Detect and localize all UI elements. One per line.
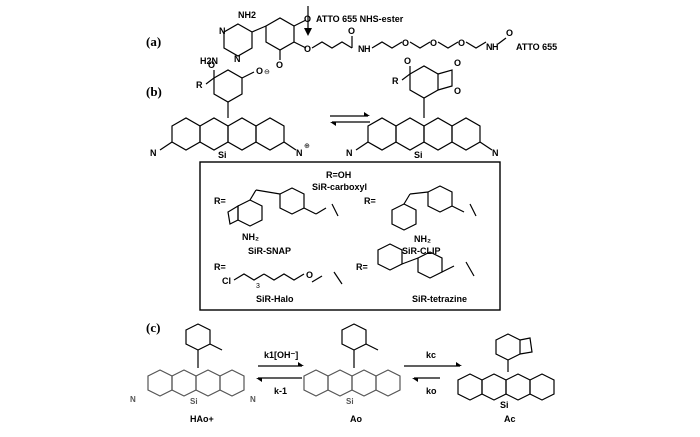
svg-text:R=: R= [356,262,368,272]
sir-open-form: R O O ⊖ Si N N ⊕ [150,60,310,160]
tetrazine-structure: R= [356,243,475,279]
arrowhead-icon [304,28,312,36]
carboxylate-o-left: O [256,66,263,76]
trimethoxy-benzene [265,17,295,51]
ao-label: Ao [350,414,362,424]
sir-clip-label: SiR-CLIP [402,246,441,256]
ring-n1: N [219,26,226,36]
halo-structure: R= Cl 3 O [214,262,343,290]
svg-text:Si: Si [190,397,198,406]
svg-text:N: N [492,148,499,158]
svg-text:⊖: ⊖ [264,69,270,76]
snap-structure: R= NH₂ [214,187,339,242]
k1-label: k1[OH⁻] [264,350,298,360]
ring-n2: N [234,54,241,64]
svg-text:NH₂: NH₂ [414,234,431,244]
svg-text:Cl: Cl [222,276,231,286]
ha-species: Si N N [130,323,256,406]
pyrimidine-ring [223,23,253,57]
ao-species: Si [303,323,401,406]
svg-text:O: O [306,270,313,280]
substituent-box [199,161,501,311]
sir-snap-label: SiR-SNAP [248,246,291,256]
amide-2-bond [497,37,507,45]
ac-label: Ac [504,414,516,424]
svg-text:R=: R= [214,196,226,206]
ether-o2: O [304,44,311,54]
svg-text:N: N [250,395,256,404]
methoxy-bond-1 [293,19,307,27]
svg-text:O: O [454,58,461,68]
methoxy-o3: O [276,60,283,70]
svg-text:R=: R= [364,196,376,206]
terminal-n: N [486,42,493,52]
kc-label: kc [426,350,436,360]
n-plus-left: N [296,148,303,158]
peg-chain-2 [409,41,431,49]
r-group-left: R [196,80,203,90]
r-group-right: R [392,76,399,86]
peg-chain-1 [371,41,403,49]
amide-2-o: O [506,28,513,38]
ko-label: ko [426,386,437,396]
peg-o1: O [402,38,409,48]
svg-text:N: N [130,395,136,404]
ether-bond [293,41,307,49]
methoxy-o1: O [304,14,311,24]
svg-text:3: 3 [256,283,260,290]
svg-text:Si: Si [346,397,354,406]
svg-text:⊕: ⊕ [304,143,310,150]
sir-tetrazine-label: SiR-tetrazine [412,294,467,304]
clip-structure: R= NH₂ [364,185,477,244]
nhs-ester-label: ATTO 655 NHS-ester [316,14,404,24]
svg-text:R=: R= [214,262,226,272]
svg-text:Si: Si [500,400,509,410]
sir-closed-form: R O O O Si N N [346,56,499,160]
amide-h: H [364,44,371,54]
r-oh-label: R=OH [326,170,351,180]
ch2-linker [251,25,267,33]
si-right: Si [414,150,423,160]
sir-halo-label: SiR-Halo [256,294,294,304]
peg-o3: O [458,38,465,48]
ketone-o-left: O [208,60,215,70]
panel-a-label: (a) [146,34,161,49]
carbonyl-o: O [348,26,355,36]
terminal-h: H [492,42,499,52]
panel-b-label: (b) [146,84,162,99]
ha-label: HAo+ [190,414,214,424]
peg-o2: O [430,38,437,48]
alkyl-chain [311,41,353,49]
sir-carboxyl-label: SiR-carboxyl [312,182,367,192]
svg-text:O: O [454,86,461,96]
panel-c-label: (c) [146,320,160,335]
h2n-left: H2N [200,56,218,66]
svg-text:N: N [150,148,157,158]
k-1-label: k-1 [274,386,287,396]
peg-chain-3 [437,41,459,49]
svg-text:N: N [346,148,353,158]
amide-n: N [358,44,365,54]
svg-text:NH₂: NH₂ [242,232,259,242]
si-left: Si [218,150,227,160]
atto-655-label: ATTO 655 [516,42,557,52]
nh2-top: NH2 [238,10,256,20]
ac-species: Si [457,333,555,410]
svg-text:O: O [404,56,411,66]
peg-chain-4 [465,41,487,49]
